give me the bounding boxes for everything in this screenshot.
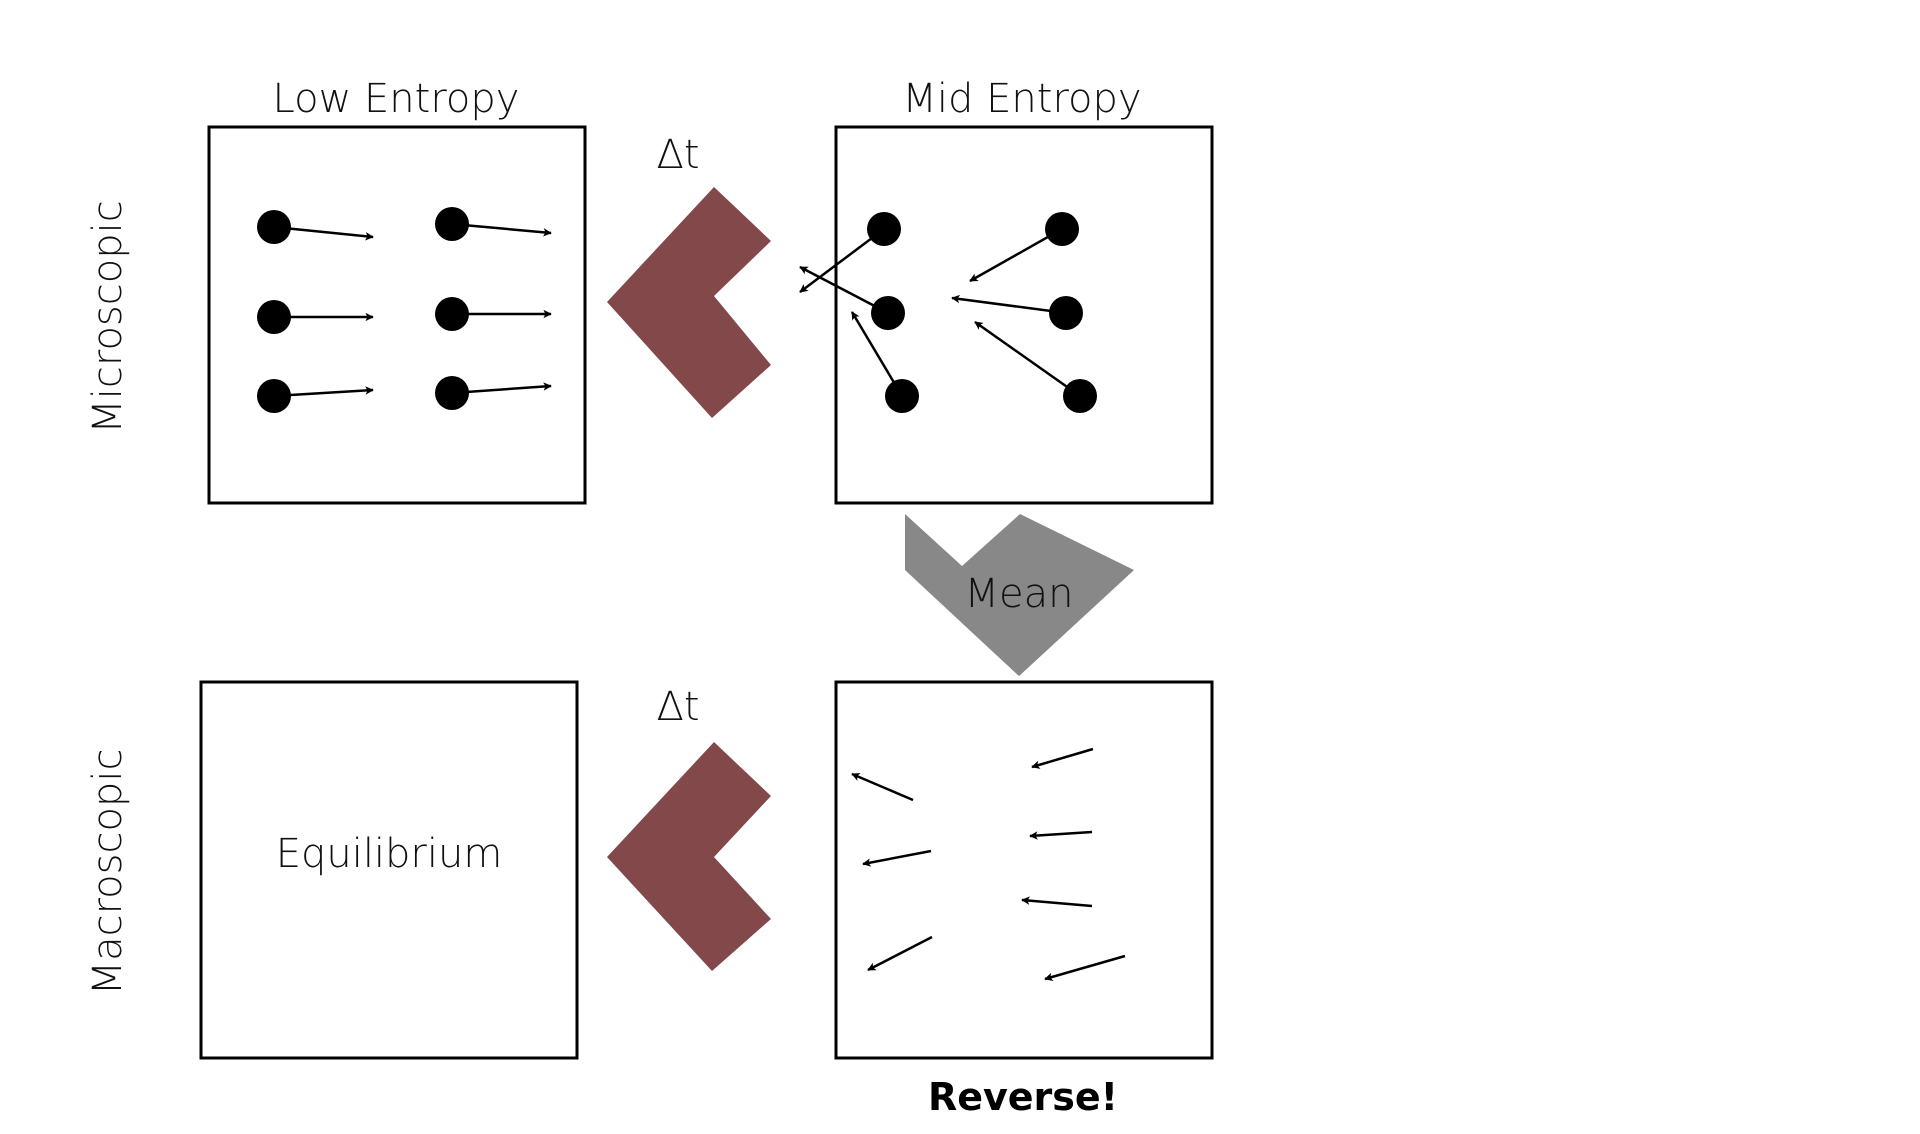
delta-t-label-bottom: Δt bbox=[656, 684, 699, 730]
particle bbox=[257, 300, 374, 334]
equilibrium-macroscopic-box bbox=[199, 680, 579, 1060]
particle bbox=[435, 297, 552, 331]
velocity-arrow bbox=[1031, 747, 1094, 769]
particle bbox=[435, 376, 552, 410]
row-label-microscopic: Microscopic bbox=[85, 200, 131, 433]
particle bbox=[257, 210, 374, 244]
mean-arrow bbox=[905, 514, 1134, 676]
delta-t-label-top: Δt bbox=[656, 132, 699, 178]
velocity-arrow bbox=[862, 849, 932, 867]
particle bbox=[799, 212, 901, 293]
velocity-arrow bbox=[867, 935, 933, 972]
title-low-entropy: Low Entropy bbox=[273, 76, 520, 122]
particle bbox=[257, 379, 374, 413]
time-step-arrow-top bbox=[607, 187, 771, 418]
time-step-arrow-bottom bbox=[607, 742, 771, 971]
mean-label: Mean bbox=[965, 571, 1074, 617]
row-label-macroscopic: Macroscopic bbox=[85, 749, 131, 996]
mid-entropy-macroscopic-box bbox=[834, 680, 1214, 1060]
title-mid-entropy: Mid Entropy bbox=[902, 76, 1141, 122]
particle bbox=[850, 311, 919, 413]
velocity-arrow bbox=[1044, 954, 1126, 981]
velocity-arrow bbox=[1029, 830, 1093, 840]
equilibrium-label: Equilibrium bbox=[276, 831, 503, 877]
particle bbox=[799, 265, 905, 330]
reverse-caption: Reverse! bbox=[928, 1075, 1118, 1119]
particle bbox=[951, 294, 1083, 330]
velocity-arrow bbox=[1021, 896, 1093, 908]
particle bbox=[969, 212, 1079, 283]
particle bbox=[974, 320, 1097, 413]
mean-velocity-arrows bbox=[851, 747, 1126, 981]
velocity-arrow bbox=[851, 772, 914, 802]
low-entropy-particles bbox=[257, 207, 552, 413]
particle bbox=[435, 207, 552, 241]
mid-entropy-particles bbox=[799, 212, 1097, 413]
